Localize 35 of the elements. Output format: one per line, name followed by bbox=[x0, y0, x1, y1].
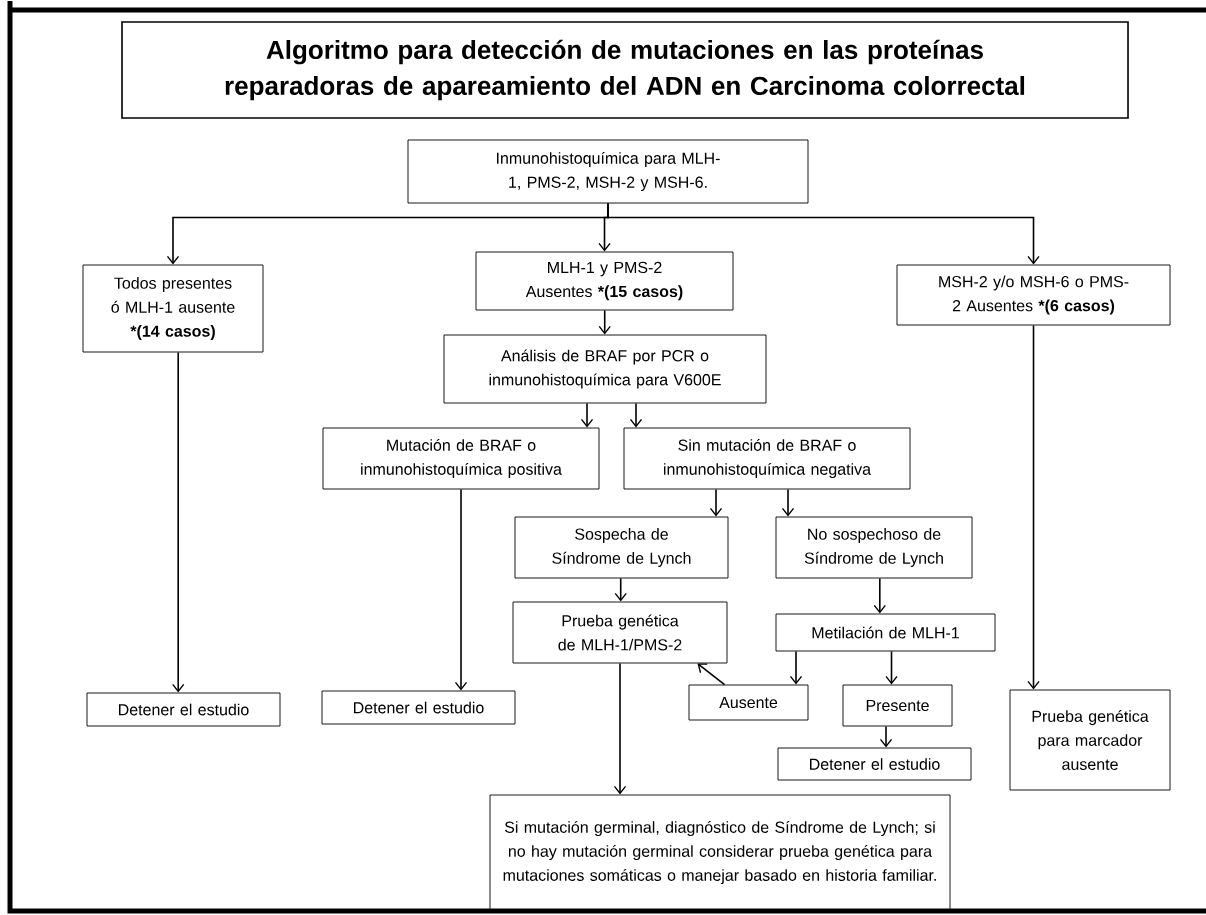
process-box: Si mutación germinal, diagnóstico de Síndrome de Lynch; si no hay mutación germinal considerar prueba genética para mutaciones somáticas o manejar basado en historia familiar. bbox=[489, 794, 951, 911]
arrow bbox=[697, 663, 726, 686]
arrow bbox=[580, 402, 594, 428]
process-box: Prueba genética para marcador ausente bbox=[1009, 689, 1171, 791]
arrow bbox=[614, 577, 627, 602]
arrow bbox=[709, 488, 723, 517]
process-box: Sospecha de Síndrome de Lynch bbox=[514, 516, 729, 579]
arrow bbox=[613, 662, 627, 795]
process-box: Prueba genética de MLH-1/PMS-2 bbox=[512, 601, 728, 664]
process-box: No sospechoso de Síndrome de Lynch bbox=[775, 516, 973, 579]
process-box: MLH-1 y PMS-2 Ausentes *(15 casos) bbox=[475, 251, 734, 311]
process-box: Análisis de BRAF por PCR o inmunohistoquímica para V600E bbox=[443, 334, 767, 404]
arrow bbox=[598, 309, 611, 335]
arrow bbox=[454, 488, 468, 691]
process-box: Mutación de BRAF o inmunohistoquímica positiva bbox=[322, 427, 600, 490]
arrow bbox=[607, 202, 1040, 265]
arrow bbox=[879, 725, 893, 748]
process-box: Sin mutación de BRAF o inmunohistoquímica negativa bbox=[623, 427, 911, 490]
arrow bbox=[172, 351, 185, 693]
process-box: Inmunohistoquímica para MLH-1, PMS-2, MSH-2 y MSH-6. bbox=[407, 139, 809, 204]
arrow bbox=[789, 650, 803, 685]
arrow bbox=[873, 577, 886, 614]
process-box: MSH-2 y/o MSH-6 o PMS-2 Ausentes *(6 casos) bbox=[896, 264, 1171, 326]
process-box: Detener el estudio bbox=[86, 692, 281, 727]
process-box: Detener el estudio bbox=[321, 690, 516, 725]
arrow bbox=[885, 650, 898, 685]
process-box: Ausente bbox=[688, 684, 809, 721]
process-box: Metilación de MLH-1 bbox=[775, 613, 996, 652]
arrow bbox=[629, 402, 643, 428]
title-box: Algoritmo para detección de mutaciones en las proteínas reparadoras de apareamiento del ADN en Carcinoma colorrectal bbox=[121, 21, 1129, 119]
process-box: Todos presentes ó MLH-1 ausente *(14 casos) bbox=[82, 264, 264, 353]
process-box: Presente bbox=[842, 684, 953, 727]
arrow bbox=[1027, 324, 1040, 690]
arrow bbox=[781, 488, 795, 517]
process-box: Detener el estudio bbox=[777, 747, 972, 781]
